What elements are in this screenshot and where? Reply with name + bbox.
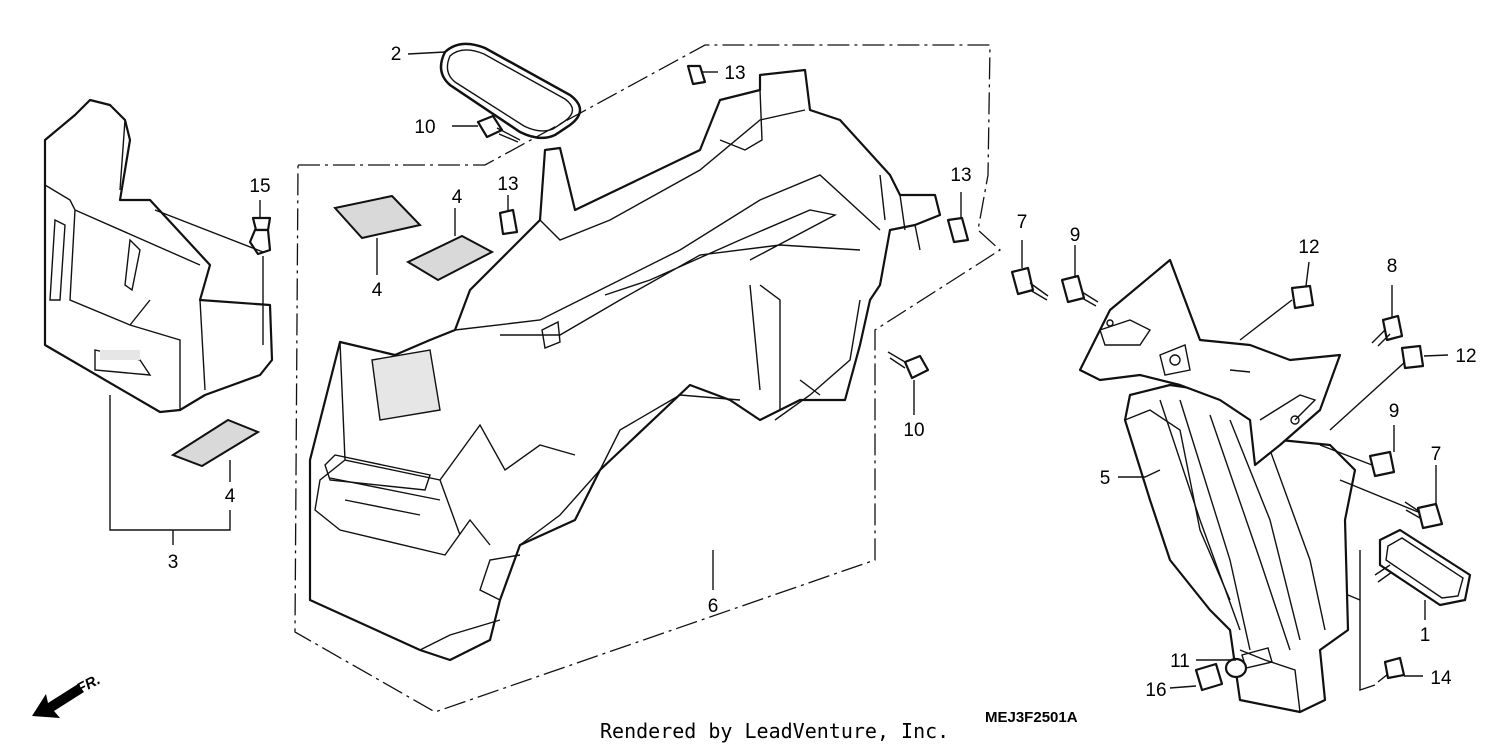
- callout-1[interactable]: 1: [1420, 625, 1431, 646]
- callout-13-b[interactable]: 13: [497, 174, 518, 195]
- bolt-part-9-b[interactable]: [1368, 450, 1396, 478]
- battery-box-part-3[interactable]: [43, 98, 274, 414]
- screw-part-14[interactable]: [1377, 656, 1406, 683]
- callout-8[interactable]: 8: [1387, 256, 1398, 277]
- callout-7-b[interactable]: 7: [1431, 444, 1442, 465]
- callout-12-b[interactable]: 12: [1455, 346, 1476, 367]
- callout-9-b[interactable]: 9: [1389, 401, 1400, 422]
- mudguard-part-5[interactable]: [1123, 383, 1357, 714]
- rear-fender-part-6[interactable]: [308, 68, 942, 662]
- license-bracket[interactable]: [1078, 258, 1342, 467]
- callout-labels: 2 10 13 13 13 15 4 4 4 3 10 6 7 9 5 12 8…: [168, 44, 1477, 701]
- callout-16[interactable]: 16: [1145, 680, 1166, 701]
- bolt-part-10-b[interactable]: [887, 351, 930, 380]
- callout-11[interactable]: 11: [1170, 651, 1190, 672]
- callout-4-a[interactable]: 4: [452, 187, 463, 208]
- rubber-pad-part-4-c[interactable]: [170, 418, 261, 468]
- callout-15[interactable]: 15: [249, 176, 270, 197]
- callout-10-b[interactable]: 10: [903, 420, 924, 441]
- clip-nut-part-13-c[interactable]: [946, 216, 970, 244]
- washer-part-11[interactable]: [1224, 657, 1248, 679]
- callout-4-b[interactable]: 4: [372, 280, 383, 301]
- reflector-part-1[interactable]: [1374, 528, 1472, 607]
- seal-part-2[interactable]: [439, 42, 582, 140]
- callout-5[interactable]: 5: [1100, 468, 1111, 489]
- bolt-part-7-b[interactable]: [1404, 501, 1444, 530]
- bolt-part-9-a[interactable]: [1060, 274, 1099, 307]
- bolt-part-7-a[interactable]: [1010, 266, 1049, 301]
- callout-13-a[interactable]: 13: [724, 63, 745, 84]
- direction-arrow-icon: [32, 684, 84, 718]
- callout-12-a[interactable]: 12: [1298, 237, 1319, 258]
- nut-part-16[interactable]: [1194, 662, 1224, 692]
- footer-credit: Rendered by LeadVenture, Inc.: [600, 719, 949, 743]
- clip-nut-part-13-b[interactable]: [498, 208, 519, 236]
- callout-14[interactable]: 14: [1430, 668, 1452, 689]
- callout-3[interactable]: 3: [168, 552, 179, 573]
- diagram-code: MEJ3F2501A: [985, 709, 1078, 726]
- callout-2[interactable]: 2: [391, 44, 402, 65]
- assembly-boundary: [294, 44, 1002, 713]
- callout-13-c[interactable]: 13: [950, 165, 971, 186]
- rubber-pad-part-4-a[interactable]: [333, 194, 422, 240]
- callout-4-c[interactable]: 4: [225, 486, 236, 507]
- leader-lines: [109, 51, 1449, 691]
- grommet-part-12-a[interactable]: [1290, 284, 1315, 310]
- clip-part-15[interactable]: [248, 216, 272, 256]
- front-direction-marker: FR.: [32, 671, 103, 718]
- callout-6[interactable]: 6: [708, 596, 719, 617]
- callout-7-a[interactable]: 7: [1017, 212, 1028, 233]
- rubber-pad-part-4-b[interactable]: [405, 234, 495, 282]
- grommet-part-12-b[interactable]: [1400, 344, 1425, 370]
- callout-10-a[interactable]: 10: [414, 117, 435, 138]
- callout-9-a[interactable]: 9: [1070, 225, 1081, 246]
- bolt-part-8[interactable]: [1371, 314, 1404, 347]
- clip-nut-part-13-a[interactable]: [686, 64, 707, 86]
- bolt-part-10-a[interactable]: [476, 114, 521, 143]
